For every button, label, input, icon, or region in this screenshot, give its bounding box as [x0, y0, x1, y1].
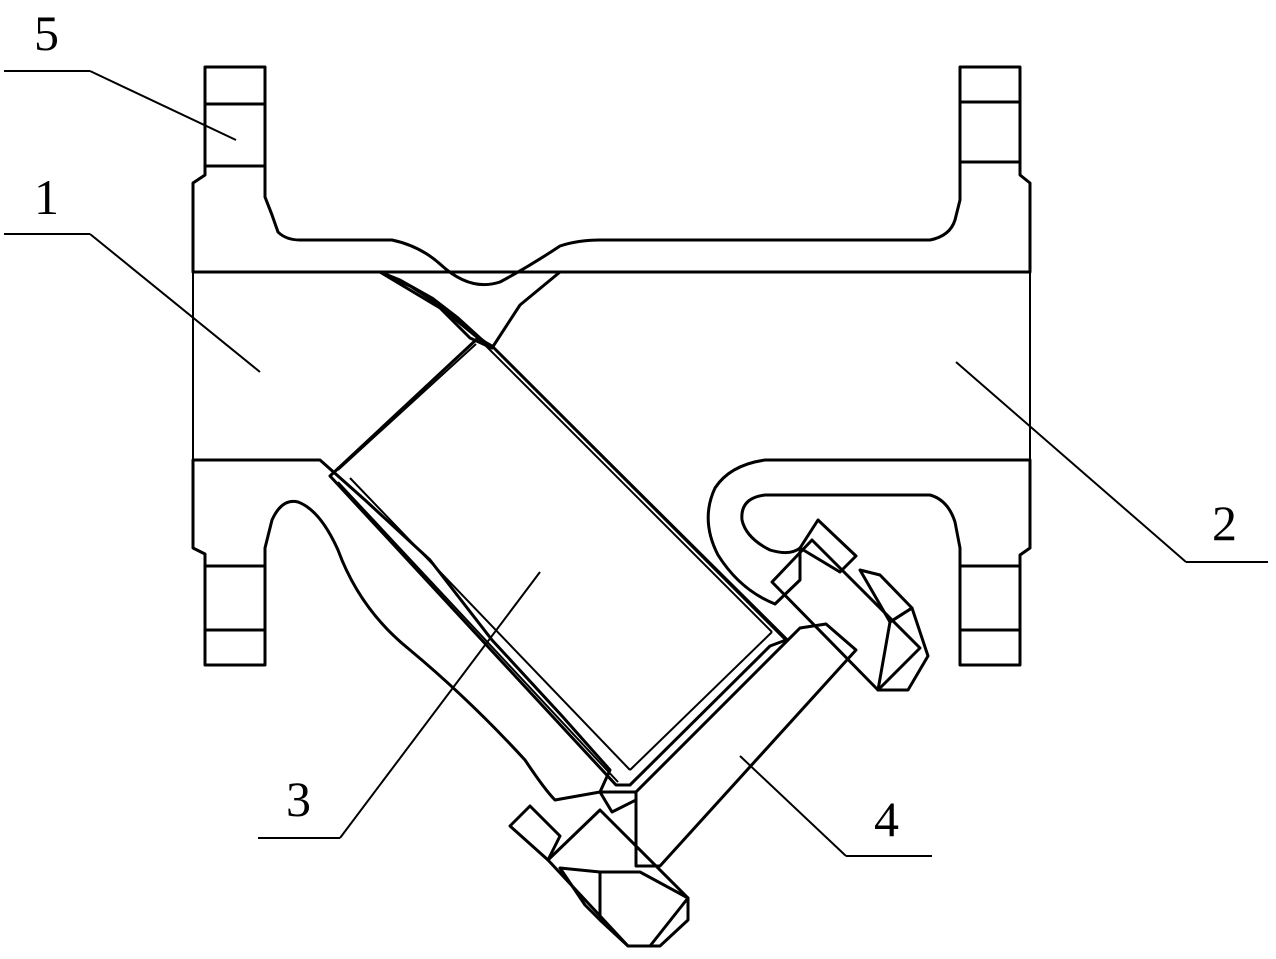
bolt-lower-left-shank	[546, 808, 690, 948]
bolt-lower-left-head	[598, 870, 690, 948]
leader-5	[89, 70, 237, 141]
cover-flange-lip	[598, 790, 638, 814]
cover-plate	[634, 622, 858, 868]
right-flange-top-ring	[958, 65, 1022, 104]
bolt-upper-right	[770, 518, 930, 692]
label-1: 1	[34, 169, 59, 225]
label-4: 4	[874, 791, 899, 847]
screen-top-edge	[337, 343, 477, 471]
bolt-upper-right-shank	[770, 538, 922, 692]
leader-lines	[4, 70, 1268, 857]
left-flange-top-bolt-hole	[203, 102, 267, 168]
label-3: 3	[286, 771, 311, 827]
leader-3	[339, 571, 541, 839]
body-lower-right-wall	[706, 458, 1032, 606]
right-flange	[958, 65, 1022, 667]
left-flange-bottom-ring	[203, 628, 267, 667]
left-flange-top-ring	[203, 65, 267, 106]
body-upper-wall	[191, 160, 1032, 350]
bolt-lower-left	[508, 804, 690, 948]
bolt-upper-right-nut	[798, 518, 858, 574]
screen-lower-side-outer	[337, 481, 619, 783]
leader-1	[89, 233, 261, 373]
label-2: 2	[1212, 495, 1237, 551]
screen-bottom-edge	[629, 631, 773, 771]
right-flange-top-bolt-hole	[958, 100, 1022, 164]
bolt-upper-right-head	[876, 606, 930, 692]
body-lower-left-wall	[191, 458, 612, 802]
right-flange-bottom-ring	[958, 628, 1022, 667]
left-flange	[203, 65, 267, 667]
bolt-lower-left-nut	[508, 804, 562, 862]
leader-4	[739, 755, 847, 857]
screen-upper-side-inner	[477, 337, 773, 633]
left-flange-bottom-bolt-hole	[203, 564, 267, 632]
strainer-screen	[328, 336, 789, 787]
screen-lower-side	[349, 477, 631, 771]
label-5: 5	[34, 5, 59, 61]
screen-upper-side	[491, 345, 789, 641]
right-flange-bottom-bolt-hole	[958, 564, 1022, 632]
leader-2	[955, 361, 1187, 563]
